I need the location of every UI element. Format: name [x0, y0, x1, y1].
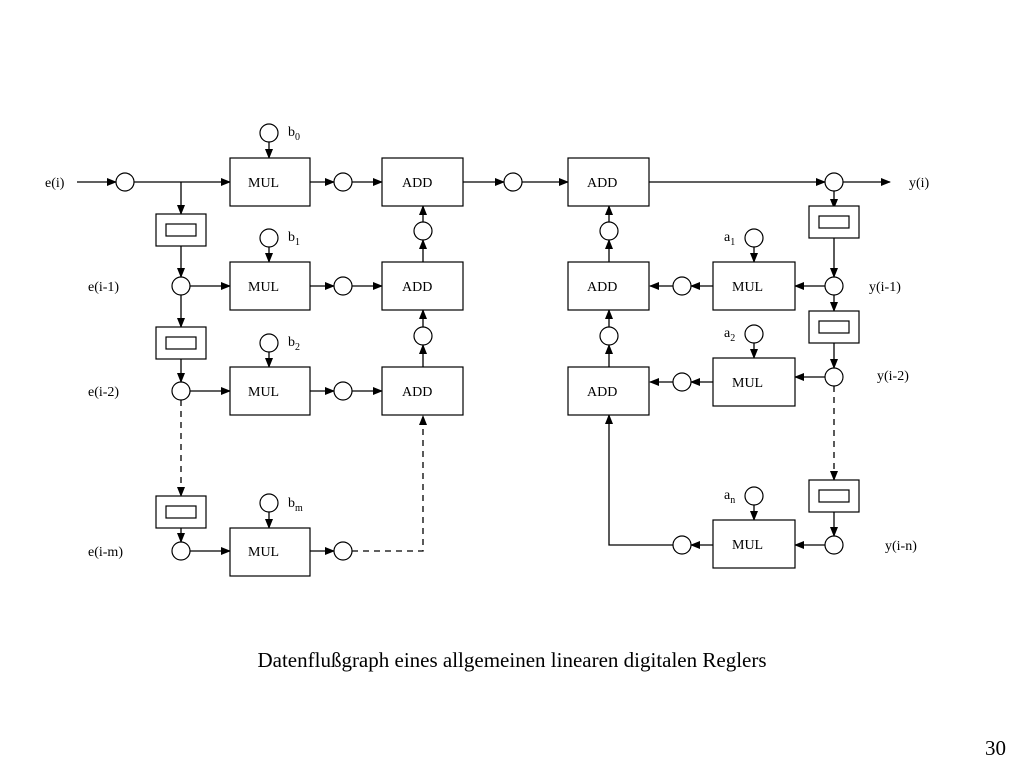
- delay-element-left-1: [155, 213, 207, 247]
- add-box-right-1: [567, 157, 650, 207]
- mul-label: MUL: [248, 385, 279, 400]
- coeff-b1: b1: [288, 230, 300, 248]
- node-add-right-a: [599, 221, 619, 241]
- node-mul2-out: [333, 381, 353, 401]
- node-b2: [259, 333, 279, 353]
- node-an: [744, 486, 764, 506]
- add-label: ADD: [402, 385, 432, 400]
- mul-box-an: [712, 519, 796, 569]
- node-mul1-out: [333, 276, 353, 296]
- add-label: ADD: [587, 385, 617, 400]
- add-label: ADD: [402, 176, 432, 191]
- input-label-em: e(i-m): [88, 545, 123, 560]
- node-em: [171, 541, 191, 561]
- delay-element-left-2: [155, 326, 207, 360]
- coeff-b2: b2: [288, 335, 300, 353]
- node-mulm-out: [333, 541, 353, 561]
- node-y2: [824, 367, 844, 387]
- delay-elements: [155, 205, 860, 529]
- add-box-left-3: [381, 366, 464, 416]
- add-box-right-3: [567, 366, 650, 416]
- node-a1: [744, 228, 764, 248]
- node-bm: [259, 493, 279, 513]
- node-e0: [115, 172, 135, 192]
- coeff-b0: b0: [288, 125, 300, 143]
- node-y1: [824, 276, 844, 296]
- node-b1: [259, 228, 279, 248]
- input-label-e2: e(i-2): [88, 385, 119, 400]
- mul-label: MUL: [732, 538, 763, 553]
- mul-box-b2: [229, 366, 311, 416]
- node-add-left-a: [413, 221, 433, 241]
- mul-box-b1: [229, 261, 311, 311]
- mul-label: MUL: [248, 280, 279, 295]
- coeff-bm: bm: [288, 496, 303, 514]
- node-add-left-b: [413, 326, 433, 346]
- operation-boxes: [229, 157, 796, 577]
- node-e2: [171, 381, 191, 401]
- coeff-a2: a2: [724, 326, 735, 344]
- mul-label: MUL: [732, 280, 763, 295]
- mul-box-a2: [712, 357, 796, 407]
- node-y0: [824, 172, 844, 192]
- node-mul0-out: [333, 172, 353, 192]
- coeff-an: an: [724, 488, 735, 506]
- mul-label: MUL: [732, 376, 763, 391]
- signal-labels: e(i) e(i-1) e(i-2) e(i-m) y(i) y(i-1) y(…: [45, 176, 930, 560]
- mul-box-a1: [712, 261, 796, 311]
- mul-box-bm: [229, 527, 311, 577]
- input-label-e1: e(i-1): [88, 280, 119, 295]
- node-mulan-out: [672, 535, 692, 555]
- add-label: ADD: [402, 280, 432, 295]
- node-yn: [824, 535, 844, 555]
- delay-element-right-1: [808, 205, 860, 239]
- delay-element-left-m: [155, 495, 207, 529]
- coeff-a1: a1: [724, 230, 735, 248]
- coefficient-labels: b0 b1 b2 bm a1 a2 an: [288, 125, 735, 514]
- node-a2: [744, 324, 764, 344]
- mul-box-b0: [229, 157, 311, 207]
- mul-label: MUL: [248, 545, 279, 560]
- figure-caption: Datenflußgraph eines allgemeinen lineare…: [257, 648, 767, 672]
- box-labels: MUL MUL MUL MUL ADD ADD ADD ADD ADD ADD …: [248, 176, 763, 560]
- node-mula1-out: [672, 276, 692, 296]
- output-label-y0: y(i): [909, 176, 930, 191]
- delay-element-right-n: [808, 479, 860, 513]
- output-label-yn: y(i-n): [885, 539, 917, 554]
- input-label-e0: e(i): [45, 176, 65, 191]
- node-mid: [503, 172, 523, 192]
- output-label-y2: y(i-2): [877, 369, 909, 384]
- add-box-left-1: [381, 157, 464, 207]
- connections: [77, 142, 891, 555]
- add-label: ADD: [587, 280, 617, 295]
- nodes: [115, 123, 844, 561]
- add-label: ADD: [587, 176, 617, 191]
- node-add-right-b: [599, 326, 619, 346]
- add-box-left-2: [381, 261, 464, 311]
- page-number: 30: [985, 736, 1006, 760]
- output-label-y1: y(i-1): [869, 280, 901, 295]
- node-e1: [171, 276, 191, 296]
- mul-label: MUL: [248, 176, 279, 191]
- delay-element-right-2: [808, 310, 860, 344]
- node-b0: [259, 123, 279, 143]
- add-box-right-2: [567, 261, 650, 311]
- node-mula2-out: [672, 372, 692, 392]
